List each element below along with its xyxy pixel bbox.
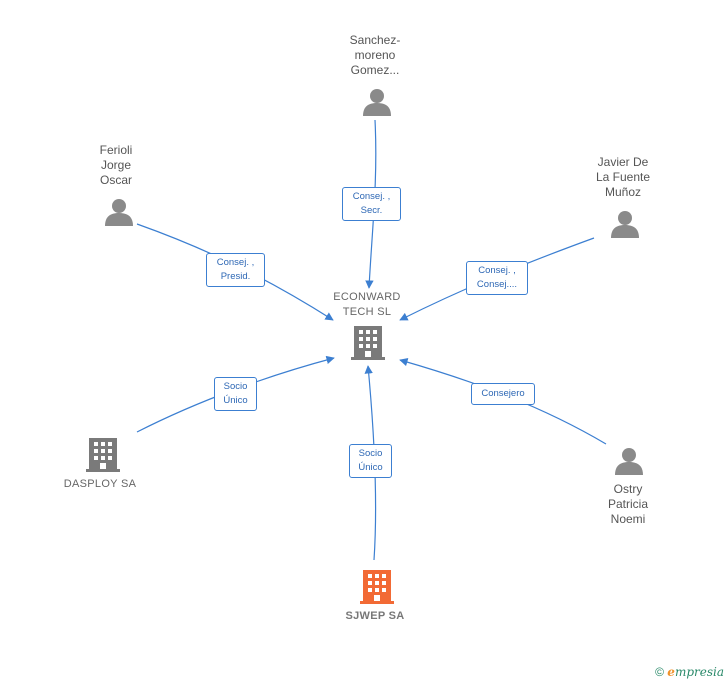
person-label-ostry[interactable]: Ostry Patricia Noemi [607,482,648,526]
relation-label-dasploy: Socio Único [214,377,257,411]
relation-label-sanchez: Consej. , Secr. [342,187,401,221]
relation-label-ostry: Consejero [471,383,535,405]
building-icon[interactable] [360,570,394,604]
relation-label-ferioli: Consej. , Presid. [206,253,265,287]
brand-initial: e [667,665,675,679]
person-icon[interactable] [615,448,643,475]
copyright-symbol: © [655,665,664,679]
person-label-ferioli[interactable]: Ferioli Jorge Oscar [99,143,133,187]
company-label-center[interactable]: ECONWARD TECH SL [333,291,401,318]
relation-label-sjwep: Socio Único [349,444,392,478]
building-icon[interactable] [351,326,385,360]
company-label-dasploy[interactable]: DASPLOY SA [63,478,137,490]
relation-label-javier: Consej. , Consej.... [466,261,528,295]
person-icon[interactable] [105,199,133,226]
person-label-sanchez[interactable]: Sanchez- moreno Gomez... [349,33,401,77]
empresia-logo[interactable]: empresia [667,665,724,679]
person-icon[interactable] [611,211,639,238]
company-label-sjwep[interactable]: SJWEP SA [345,610,405,622]
copyright-footer: © empresia [655,665,724,679]
person-icon[interactable] [363,89,391,116]
person-label-javier[interactable]: Javier De La Fuente Muñoz [595,155,651,199]
brand-rest: mpresia [674,665,724,679]
building-icon[interactable] [86,438,120,472]
